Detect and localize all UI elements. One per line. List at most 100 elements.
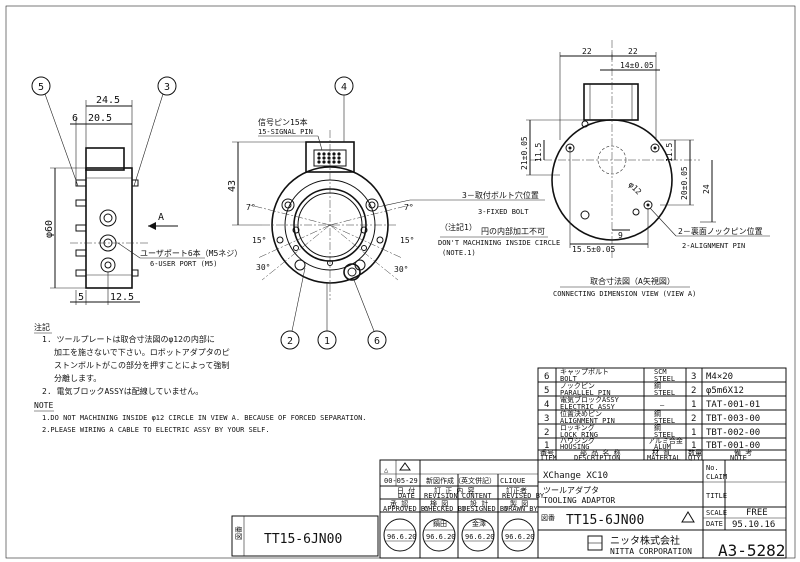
note-jp-line: 加工を施さないで下さい。ロボットアダプタのピ: [54, 347, 230, 357]
balloon-3: [157, 76, 177, 96]
note-en-line: 2.PLEASE WIRING A CABLE TO ELECTRIC ASSY…: [42, 426, 270, 434]
angle-7-right: 7°: [404, 203, 414, 212]
dim-20-5: 20.5: [88, 113, 112, 124]
user-port-label-jp: ユーザポート6本（M5ネジ）: [140, 248, 242, 258]
svg-text:LOCK RING: LOCK RING: [560, 431, 598, 439]
product-name: XChange XC10: [543, 471, 608, 481]
signal-pin-label-en: 15-SIGNAL PIN: [258, 128, 313, 136]
svg-text:SCALE: SCALE: [706, 509, 727, 517]
note1-label-en: (NOTE.1): [442, 249, 476, 257]
svg-text:鋼: 鋼: [654, 381, 661, 390]
angle-15-right: 15°: [400, 236, 414, 245]
balloon-2: [280, 330, 300, 350]
dim-22-right: 22: [628, 47, 638, 56]
svg-text:1: 1: [691, 441, 696, 451]
title-block: △ 00-05-29 新図作成（英文併記） CLIQUE 日 付 DATE 訂 …: [231, 459, 787, 560]
svg-text:訂正者: 訂正者: [506, 486, 527, 495]
svg-text:図番: 図番: [541, 514, 555, 522]
no-machining-label-en: DON'T MACHINING INSIDE CIRCLE: [438, 239, 560, 247]
rev-by: CLIQUE: [500, 477, 525, 485]
dim-14: 14±0.05: [620, 61, 654, 70]
svg-text:DESIGNED BY: DESIGNED BY: [462, 505, 509, 513]
svg-text:3: 3: [544, 414, 549, 424]
alignment-pin-label-en: 2-ALIGNMENT PIN: [682, 242, 745, 250]
svg-text:HOUSING: HOUSING: [560, 443, 590, 451]
svg-text:CHECKED BY: CHECKED BY: [424, 505, 467, 513]
sheet-size-label: A3-5282: [718, 541, 785, 560]
parts-row: 6 キャップボルト BOLT SCM STEEL 3 M4×20: [544, 368, 733, 383]
parts-row: 3 位置決めピン ALIGNMENT PIN 鋼 STEEL 2 TBT-003…: [544, 409, 760, 425]
svg-text:備 考: 備 考: [734, 448, 752, 457]
svg-text:鋼: 鋼: [654, 423, 661, 432]
dim-5: 5: [78, 292, 84, 303]
dim-11-5-right: 11.5: [665, 143, 674, 162]
view-a-caption-en: CONNECTING DIMENSION VIEW (VIEW A): [553, 290, 696, 298]
company-name-en: NITTA CORPORATION: [610, 547, 692, 556]
svg-text:4: 4: [341, 82, 347, 93]
svg-text:APPROVED BY: APPROVED BY: [383, 505, 430, 513]
view-arrow-label: A: [158, 212, 164, 223]
notes-section: 注記 1. ツールプレートは取合寸法図のφ12の内部に 加工を施さないで下さい。…: [34, 322, 367, 434]
svg-text:2: 2: [691, 414, 696, 424]
signal-pin-label-jp: 信号ピン15本: [258, 117, 308, 127]
svg-text:96.6.20: 96.6.20: [465, 533, 495, 541]
side-view: 24.5 6 20.5 φ60 5 12.5 A ユーザポート6本（M5ネジ） …: [31, 76, 242, 305]
svg-text:BOLT: BOLT: [560, 375, 578, 383]
svg-text:QTY: QTY: [688, 454, 701, 462]
revision-triangle-icon: [681, 511, 695, 523]
svg-text:STEEL: STEEL: [654, 389, 675, 397]
svg-text:M4×20: M4×20: [706, 372, 733, 382]
title-en: TOOLING ADAPTOR: [543, 496, 615, 505]
note-en-line: 1.DO NOT MACHINING INSIDE φ12 CIRCLE IN …: [42, 414, 367, 422]
alignment-pin-label-jp: 2－裏面ノックピン位置: [678, 226, 763, 236]
svg-text:No.: No.: [706, 464, 719, 472]
svg-text:2: 2: [287, 336, 293, 347]
scale-value: FREE: [746, 508, 768, 518]
svg-text:鋼: 鋼: [654, 409, 661, 418]
svg-text:TBT-001-00: TBT-001-00: [706, 441, 760, 451]
svg-text:1: 1: [691, 400, 696, 410]
svg-text:NOTE: NOTE: [730, 454, 747, 462]
drawing-number: TT15-6JN00: [566, 513, 644, 528]
svg-text:番号: 番号: [540, 449, 554, 457]
svg-text:数量: 数量: [688, 448, 702, 457]
svg-text:日 付: 日 付: [397, 486, 415, 495]
svg-text:STEEL: STEEL: [654, 431, 675, 439]
svg-text:位置決めピン: 位置決めピン: [560, 409, 602, 418]
svg-text:96.6.20: 96.6.20: [505, 533, 535, 541]
side-view-connector: [85, 147, 125, 171]
note1-label-jp: （注記1）: [440, 222, 477, 232]
svg-text:1: 1: [324, 336, 330, 347]
svg-text:2: 2: [691, 386, 696, 396]
angle-7-left: 7°: [246, 203, 256, 212]
angle-15-left: 15°: [252, 236, 266, 245]
cap-bolt-icon: [343, 263, 361, 281]
svg-text:製 図: 製 図: [510, 499, 528, 508]
svg-text:5: 5: [544, 386, 549, 396]
approval-stamp: 96.6.20: [383, 518, 417, 552]
parts-row: 5 ノックピン PARALLEL PIN 鋼 STEEL 2 φ5m6X12: [544, 381, 744, 397]
svg-text:ITEM: ITEM: [540, 454, 557, 462]
view-a-connector: [583, 83, 639, 121]
svg-text:承 認: 承 認: [390, 499, 408, 508]
svg-text:6: 6: [544, 372, 549, 382]
svg-text:1: 1: [691, 428, 696, 438]
user-port-icon: [100, 257, 116, 273]
dim-43: 43: [227, 180, 238, 192]
fixed-bolt-label-jp: 3－取付ボルト穴位置: [462, 190, 539, 200]
svg-text:3: 3: [691, 372, 696, 382]
svg-text:REVISED BY: REVISED BY: [502, 492, 545, 500]
svg-text:ALIGNMENT PIN: ALIGNMENT PIN: [560, 417, 615, 425]
svg-text:材 質: 材 質: [652, 448, 670, 457]
fixed-bolt-label-en: 3-FIXED BOLT: [478, 208, 529, 216]
svg-text:DATE: DATE: [706, 520, 723, 528]
notes-heading-en: NOTE: [34, 401, 53, 410]
svg-text:—: —: [660, 401, 665, 409]
dim-24-5: 24.5: [96, 95, 120, 106]
svg-text:96.6.20: 96.6.20: [426, 533, 456, 541]
dim-15-5: 15.5±0.05: [572, 245, 616, 254]
designed-stamp: 96.6.20 金澤: [461, 518, 495, 552]
svg-text:STEEL: STEEL: [654, 375, 675, 383]
company-logo-icon: [587, 535, 603, 551]
